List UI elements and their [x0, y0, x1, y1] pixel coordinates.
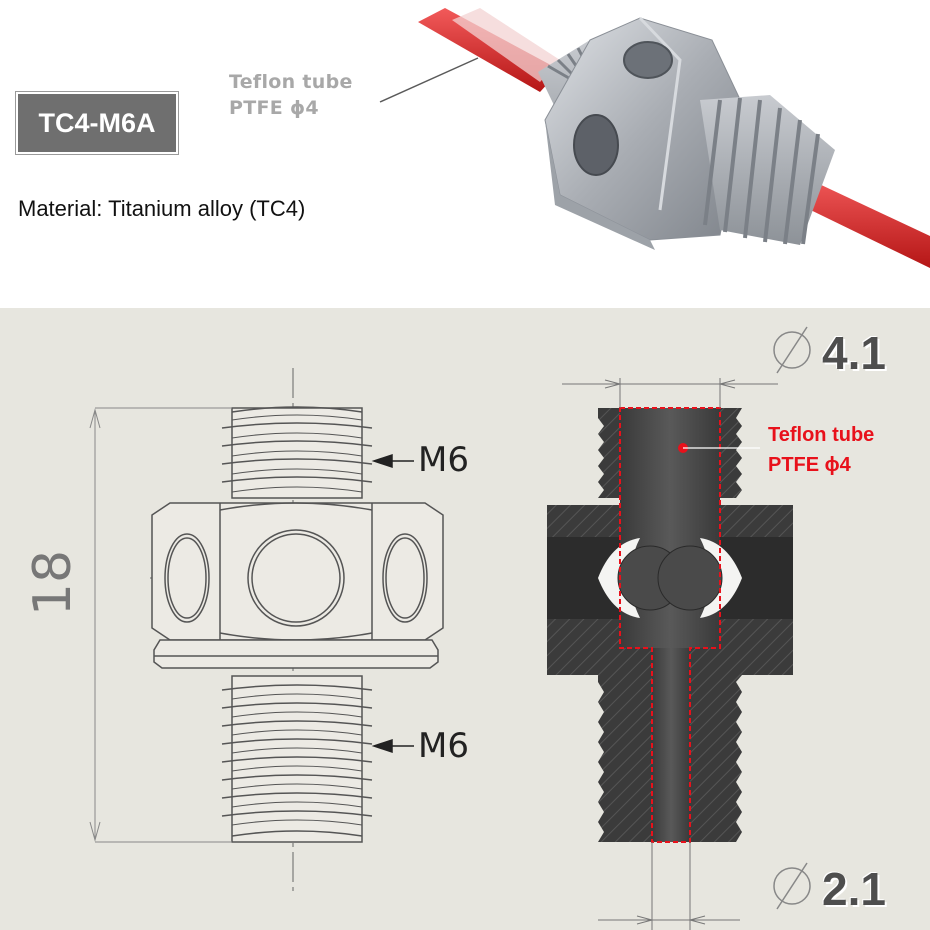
front-hex-body: [151, 502, 444, 669]
small-bore: [652, 648, 690, 842]
translucent-ptfe-sleeve: [452, 8, 560, 82]
photo-callout-line1: Teflon tube: [229, 71, 353, 93]
height-dimension-line: [89, 407, 232, 843]
section-callout-line2: PTFE ϕ4: [768, 454, 851, 476]
material-text: Material: Titanium alloy (TC4): [18, 196, 306, 221]
thread-label-bottom: M6: [418, 726, 469, 766]
photo-callout-line2: PTFE ϕ4: [229, 97, 319, 119]
diameter-symbol-bottom: [773, 867, 811, 905]
front-thread-bottom: [221, 675, 373, 843]
height-dimension-label: 18: [23, 549, 83, 617]
red-tube-right: [790, 175, 930, 268]
section-thread-top-right: [720, 408, 742, 498]
cross-hole-side: [573, 114, 619, 176]
section-thread-top-left: [598, 408, 620, 498]
diameter-symbol-top: [773, 331, 811, 369]
front-cross-hole-centre: [247, 529, 345, 627]
diameter-4-1-label: 4.1: [822, 327, 886, 379]
section-thread-bottom-left: [598, 675, 652, 842]
front-view-drawing: [89, 368, 444, 892]
diameter-2-1-dimension: [598, 842, 811, 930]
photo-hex-body: [544, 16, 746, 250]
model-badge: TC4-M6A: [16, 92, 178, 154]
photo-callout-leader: [379, 57, 479, 103]
section-callout-line1: Teflon tube: [768, 424, 875, 446]
thread-leader-top: [371, 453, 414, 469]
section-view-drawing: [547, 407, 793, 843]
front-thread-top: [221, 406, 373, 499]
thread-label-top: M6: [418, 440, 469, 480]
cross-hole-top: [623, 41, 673, 79]
fitting-photo: [379, 8, 930, 268]
front-cross-hole-left: [164, 533, 210, 623]
diameter-2-1-label: 2.1: [822, 863, 886, 915]
diameter-4-1-dimension: [562, 326, 811, 408]
photo-thread-right: [700, 95, 835, 245]
front-cross-hole-right: [382, 533, 428, 623]
thread-leader-bottom: [371, 738, 414, 754]
section-thread-bottom-right: [690, 675, 742, 842]
